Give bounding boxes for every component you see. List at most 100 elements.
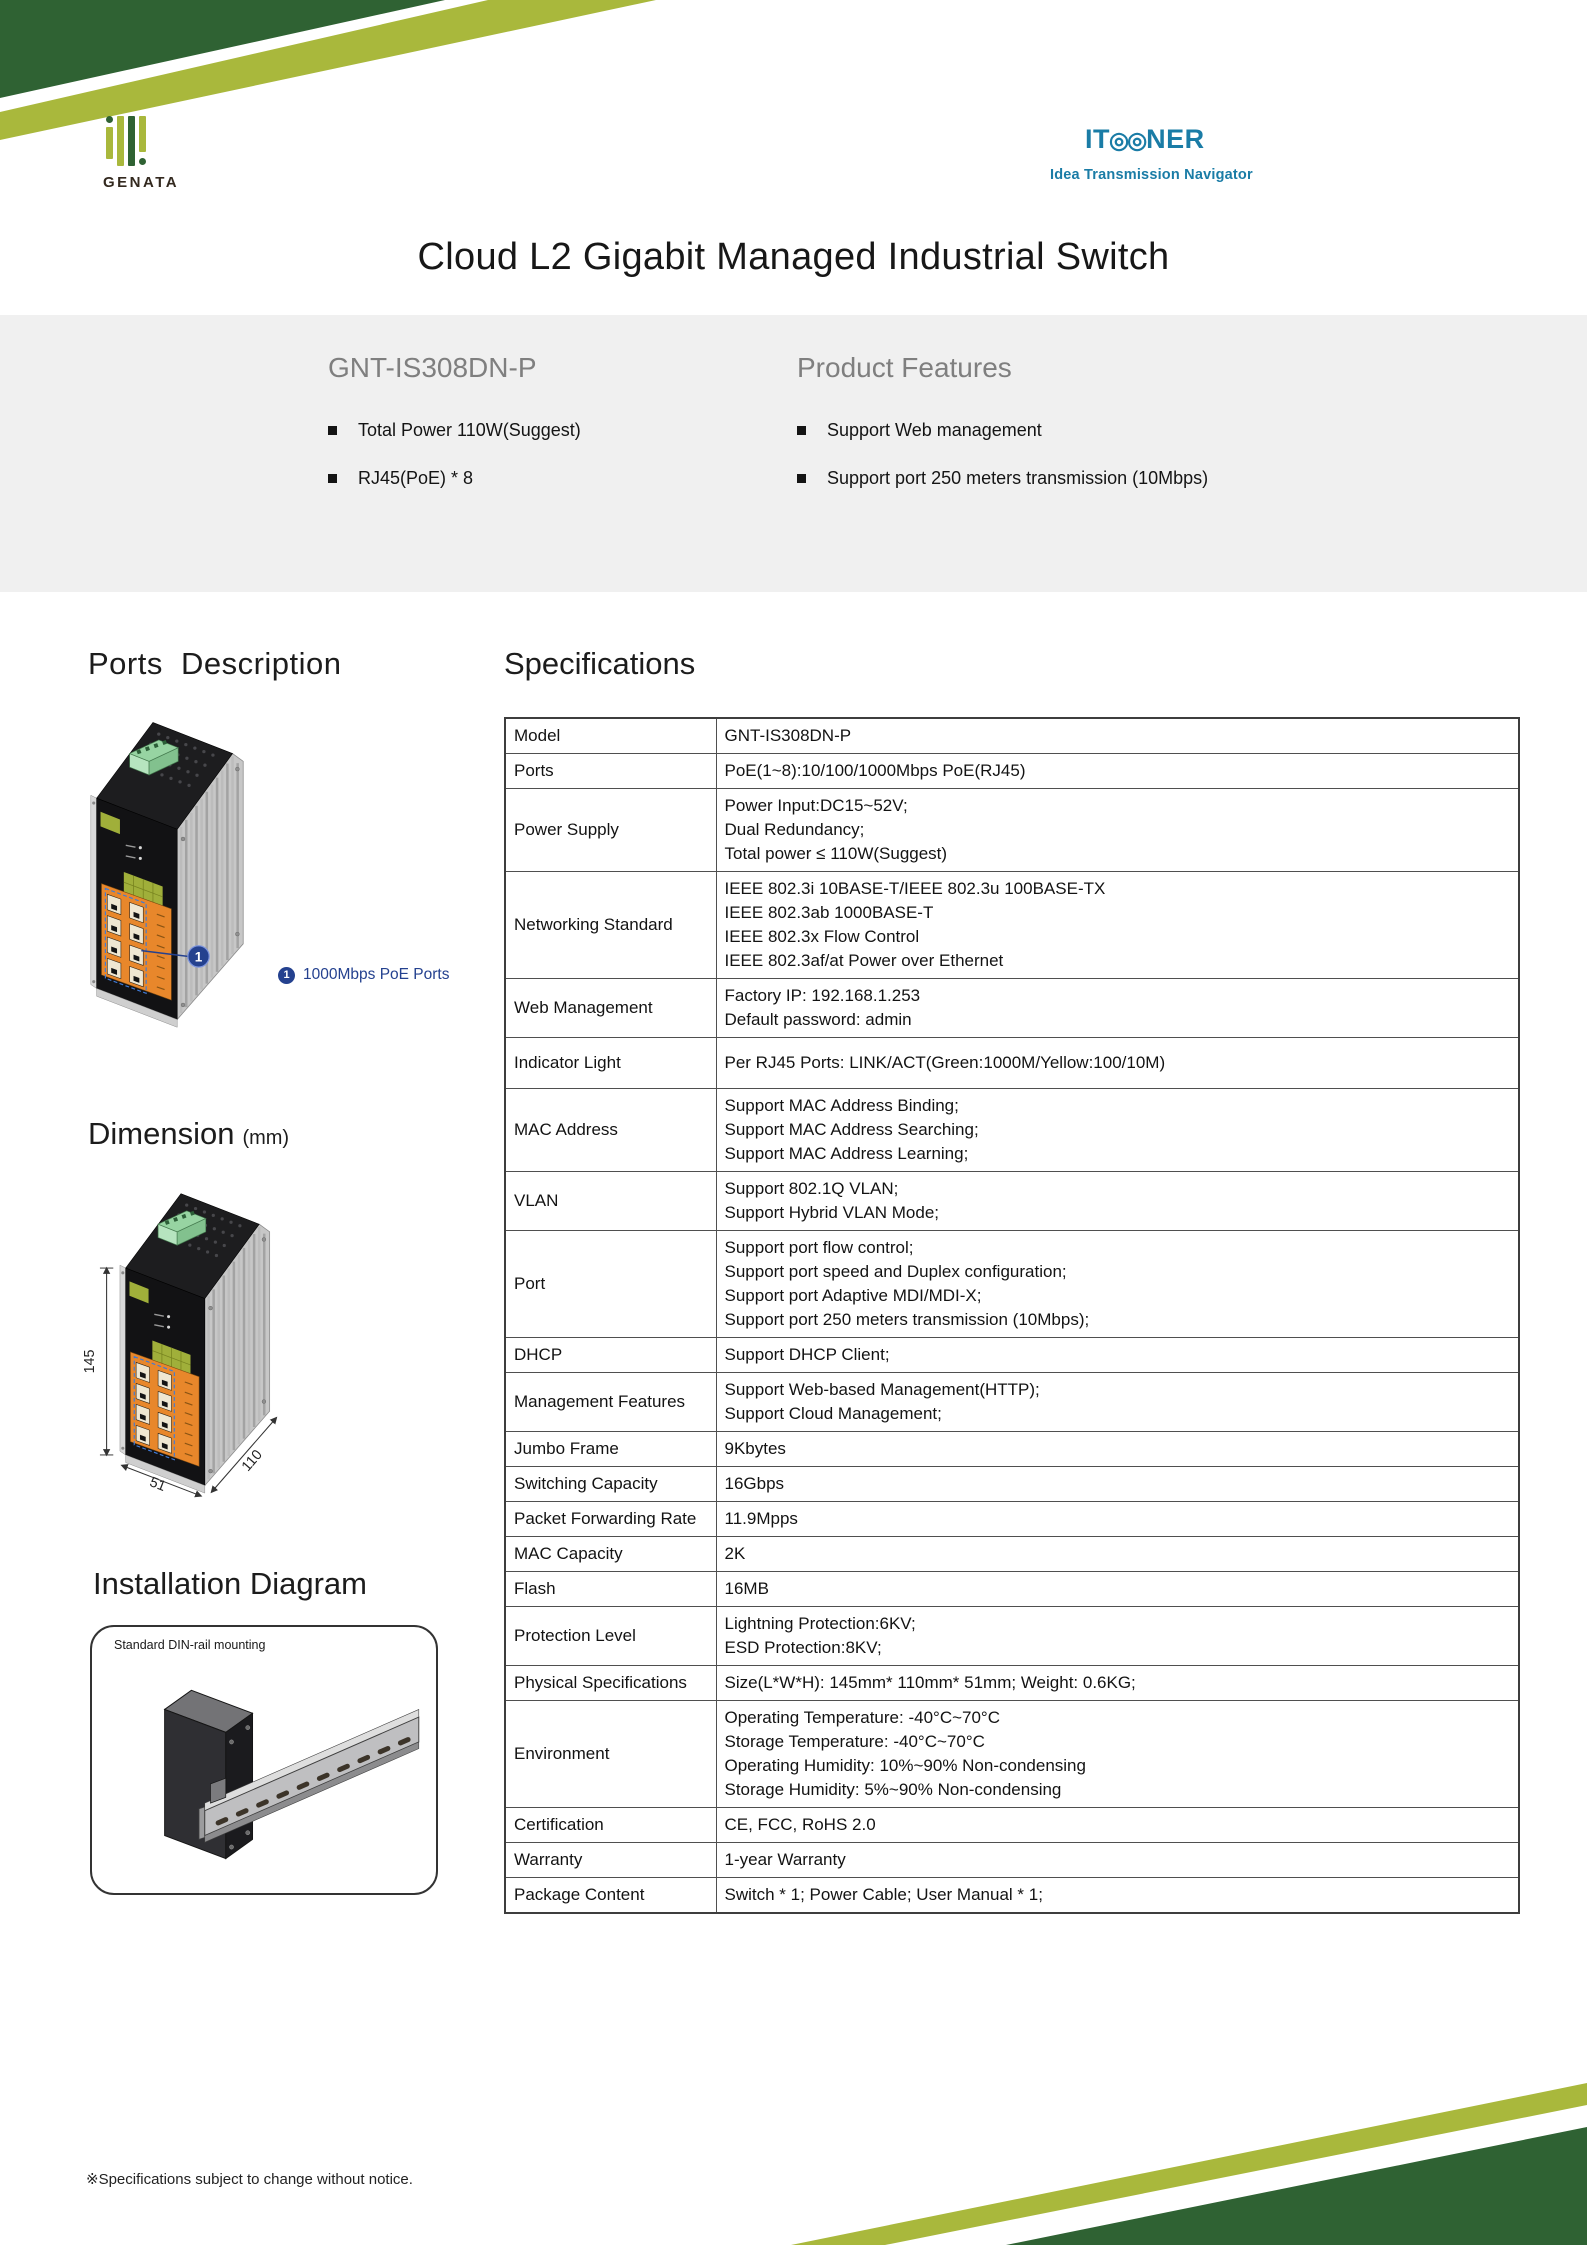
spec-label-cell: Indicator Light	[504, 1037, 717, 1089]
spec-row: Indicator Light Per RJ45 Ports: LINK/ACT(…	[504, 1037, 1520, 1089]
device-port-marker: 1	[195, 949, 203, 964]
spec-row: Networking Standard IEEE 802.3i 10BASE-T/…	[504, 871, 1520, 979]
summary-bullet-item: RJ45(PoE) * 8	[328, 454, 581, 502]
product-features-heading: Product Features	[797, 352, 1012, 383]
spec-value-cell: Per RJ45 Ports: LINK/ACT(Green:1000M/Yel…	[715, 1037, 1520, 1089]
spec-label-cell: Physical Specifications	[504, 1665, 717, 1701]
spec-value-line: Support MAC Address Searching;	[724, 1120, 979, 1139]
spec-value-line: IEEE 802.3ab 1000BASE-T	[724, 903, 934, 922]
spec-label-cell: VLAN	[504, 1171, 717, 1231]
spec-value-line: Default password: admin	[724, 1010, 912, 1029]
spec-label-cell: Web Management	[504, 978, 717, 1038]
spec-value-line: ESD Protection:8KV;	[724, 1638, 882, 1657]
spec-value-line: 11.9Mpps	[724, 1509, 798, 1528]
spec-label-cell: Certification	[504, 1807, 717, 1843]
spec-value-line: Per RJ45 Ports: LINK/ACT(Green:1000M/Yel…	[724, 1053, 1166, 1072]
spec-value-line: IEEE 802.3af/at Power over Ethernet	[724, 951, 1004, 970]
spec-value-line: Support port flow control;	[724, 1238, 914, 1257]
spec-value-cell: Support Web-based Management(HTTP); Suppo…	[715, 1372, 1520, 1432]
spec-value-line: Support port Adaptive MDI/MDI-X;	[724, 1286, 982, 1305]
spec-row: Package Content Switch * 1; Power Cable; …	[504, 1877, 1520, 1914]
spec-value-cell: Switch * 1; Power Cable; User Manual * 1…	[715, 1877, 1520, 1914]
spec-value-cell: Size(L*W*H): 145mm* 110mm* 51mm; Weight:…	[715, 1665, 1520, 1701]
itooner-text-ner: NER	[1146, 124, 1205, 154]
bullet-text: RJ45(PoE) * 8	[358, 467, 474, 488]
spec-value-line: PoE(1~8):10/100/1000Mbps PoE(RJ45)	[724, 761, 1026, 780]
itooner-text-it: IT	[1085, 124, 1110, 154]
spec-row: Certification CE, FCC, RoHS 2.0	[504, 1807, 1520, 1843]
spec-label-cell: Protection Level	[504, 1606, 717, 1666]
dimension-heading-text: Dimension	[88, 1116, 235, 1151]
bullet-square-icon	[797, 425, 806, 435]
spec-label-cell: Power Supply	[504, 788, 717, 872]
bullseye-o-icon: ◎	[1109, 127, 1130, 153]
spec-value-line: CE, FCC, RoHS 2.0	[724, 1815, 876, 1834]
spec-label-cell: Package Content	[504, 1877, 717, 1914]
specifications-heading: Specifications	[504, 646, 696, 681]
dimension-depth-label: 110	[239, 1447, 266, 1475]
spec-value-line: IEEE 802.3i 10BASE-T/IEEE 802.3u 100BASE…	[724, 879, 1106, 898]
industrial-switch-illustration: 1	[90, 722, 244, 1028]
port-legend: 1 1000Mbps PoE Ports	[278, 966, 449, 984]
ports-description-heading: Ports Description	[88, 646, 342, 681]
top-banner-graphic	[0, 0, 656, 140]
footer-disclaimer: ※Specifications subject to change withou…	[86, 2171, 413, 2188]
itooner-logo: IT ◎ ◎ NER	[1085, 124, 1205, 155]
banner-green-shape	[1006, 2127, 1587, 2245]
spec-value-line: Storage Humidity: 5%~90% Non-condensing	[724, 1780, 1062, 1799]
bullet-text: Total Power 110W(Suggest)	[358, 419, 581, 440]
spec-value-cell: 2K	[715, 1536, 1520, 1572]
genata-logo-text: GENATA	[103, 174, 180, 191]
spec-value-line: 2K	[724, 1544, 746, 1563]
spec-value-line: Support Web-based Management(HTTP);	[724, 1380, 1040, 1399]
spec-row: Physical Specifications Size(L*W*H): 145m…	[504, 1665, 1520, 1701]
spec-value-line: Factory IP: 192.168.1.253	[724, 986, 921, 1005]
summary-bullet-item: Support Web management	[797, 406, 1208, 454]
genata-logo-icon	[106, 116, 146, 168]
spec-value-line: 16Gbps	[724, 1474, 785, 1493]
product-summary-band: GNT-IS308DN-P Product Features Total Pow…	[0, 315, 1587, 592]
bullet-square-icon	[328, 425, 337, 435]
spec-value-line: Switch * 1; Power Cable; User Manual * 1…	[724, 1885, 1043, 1904]
spec-value-line: Size(L*W*H): 145mm* 110mm* 51mm; Weight:…	[724, 1673, 1136, 1692]
spec-value-line: Support Cloud Management;	[724, 1404, 942, 1423]
spec-value-line: GNT-IS308DN-P	[724, 726, 852, 745]
bullet-square-icon	[797, 473, 806, 483]
spec-value-cell: Support DHCP Client;	[715, 1337, 1520, 1373]
spec-label-cell: Networking Standard	[504, 871, 717, 979]
banner-olive-stripe	[0, 0, 656, 140]
spec-value-cell: GNT-IS308DN-P	[715, 717, 1520, 754]
spec-value-cell: IEEE 802.3i 10BASE-T/IEEE 802.3u 100BASE…	[715, 871, 1520, 979]
spec-value-cell: Support 802.1Q VLAN;Support Hybrid VLAN …	[715, 1171, 1520, 1231]
banner-green-shape	[0, 0, 445, 98]
spec-value-cell: 1-year Warranty	[715, 1842, 1520, 1878]
spec-value-cell: 9Kbytes	[715, 1431, 1520, 1467]
spec-value-cell: Lightning Protection:6KV;ESD Protection:…	[715, 1606, 1520, 1666]
switch-product-image: 1	[85, 710, 250, 1032]
banner-olive-stripe	[791, 2083, 1587, 2245]
spec-value-cell: 11.9Mpps	[715, 1501, 1520, 1537]
spec-value-line: Support DHCP Client;	[724, 1345, 890, 1364]
spec-value-line: Storage Temperature: -40°C~70°C	[724, 1732, 985, 1751]
spec-value-cell: PoE(1~8):10/100/1000Mbps PoE(RJ45)	[715, 753, 1520, 789]
summary-bullet-item: Support port 250 meters transmission (10…	[797, 454, 1208, 502]
spec-value-line: Dual Redundancy;	[724, 820, 865, 839]
bullseye-o-icon: ◎	[1127, 127, 1148, 153]
